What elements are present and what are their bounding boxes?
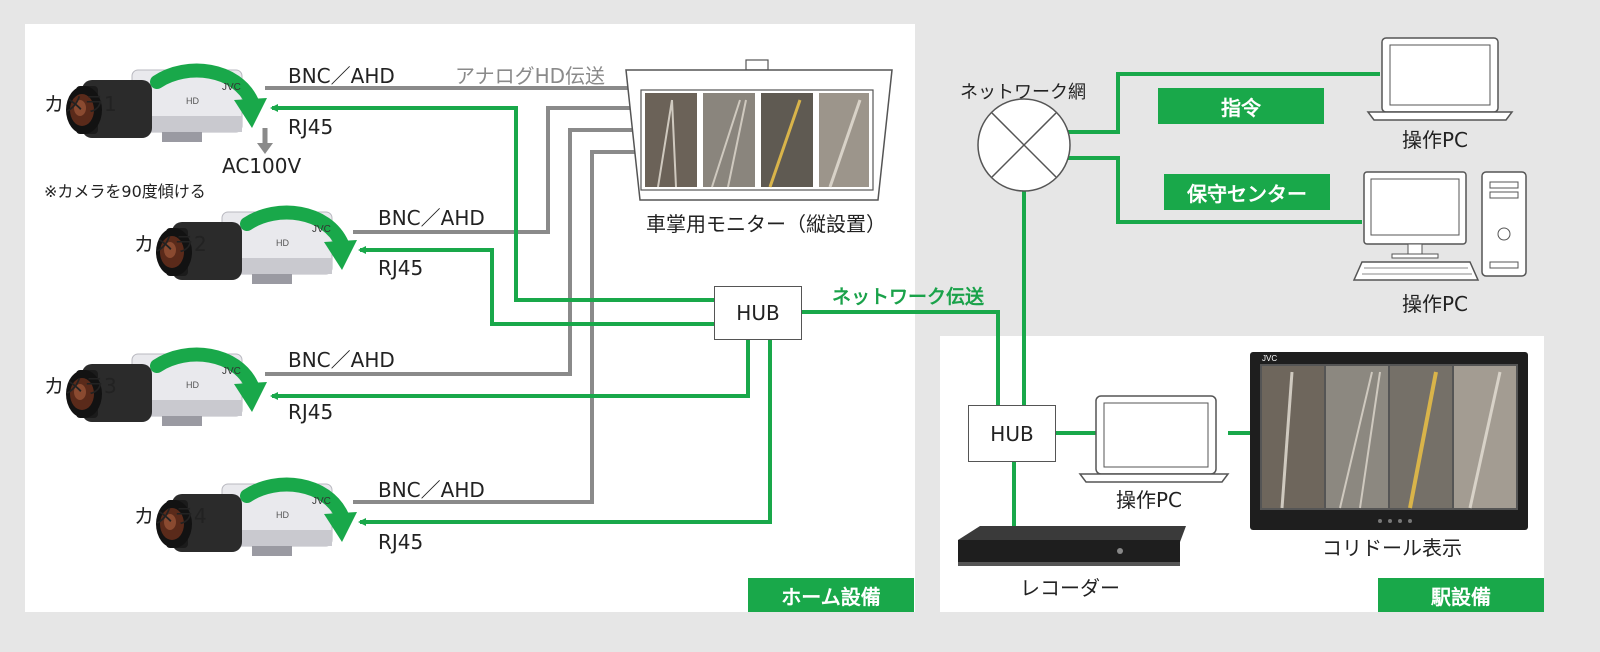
camera-badge: HD (276, 238, 289, 248)
camera-3-rj45-label: RJ45 (288, 400, 334, 424)
maintenance-center-tag: 保守センター (1164, 174, 1330, 210)
camera-1-label: カメラ1 (44, 92, 117, 116)
station-pc-label: 操作PC (1116, 488, 1183, 512)
corridor-monitor-image: JVC (1250, 352, 1528, 530)
conductor-monitor-image (625, 59, 893, 201)
recorder-label: レコーダー (1020, 576, 1120, 600)
camera-2-rj45-label: RJ45 (378, 256, 424, 280)
station-hub: HUB (968, 405, 1056, 462)
camera-badge: HD (276, 510, 289, 520)
camera-4-bnc-label: BNC／AHD (378, 478, 485, 502)
camera-badge: HD (186, 380, 199, 390)
camera-3-label: カメラ3 (44, 374, 117, 398)
command-pc-image (1366, 37, 1514, 121)
station-pc-image (1078, 395, 1230, 483)
camera-4-label: カメラ4 (134, 504, 207, 528)
command-tag: 指令 (1158, 88, 1324, 124)
home-hub: HUB (714, 286, 802, 340)
recorder-image (958, 526, 1186, 566)
network-label: ネットワーク網 (960, 82, 1086, 103)
camera-2-label: カメラ2 (134, 232, 207, 256)
camera-brand: JVC (222, 366, 241, 377)
camera-4-rj45-label: RJ45 (378, 530, 424, 554)
camera-badge: HD (186, 96, 199, 106)
camera-brand: JVC (312, 224, 331, 235)
camera-brand: JVC (312, 496, 331, 507)
camera-1-note: ※カメラを90度傾ける (44, 182, 206, 201)
network-transfer-label: ネットワーク伝送 (832, 286, 985, 308)
camera-3-bnc-label: BNC／AHD (288, 348, 395, 372)
maintenance-pc-label: 操作PC (1402, 292, 1469, 316)
station-equipment-tag: 駅設備 (1378, 578, 1544, 612)
corridor-display-label: コリドール表示 (1322, 536, 1462, 560)
maintenance-pc-image (1352, 171, 1527, 281)
home-equipment-tag: ホーム設備 (748, 578, 914, 612)
camera-1-rj45-label: RJ45 (288, 115, 334, 139)
power-label: AC100V (222, 154, 302, 178)
conductor-monitor-label: 車掌用モニター（縦設置） (646, 212, 886, 236)
camera-1-bnc-label: BNC／AHD (288, 64, 395, 88)
camera-2-bnc-label: BNC／AHD (378, 206, 485, 230)
analog-hd-label: アナログHD伝送 (455, 64, 606, 88)
camera-brand: JVC (222, 82, 241, 93)
command-pc-label: 操作PC (1402, 128, 1469, 152)
corridor-monitor-brand: JVC (1262, 354, 1277, 363)
